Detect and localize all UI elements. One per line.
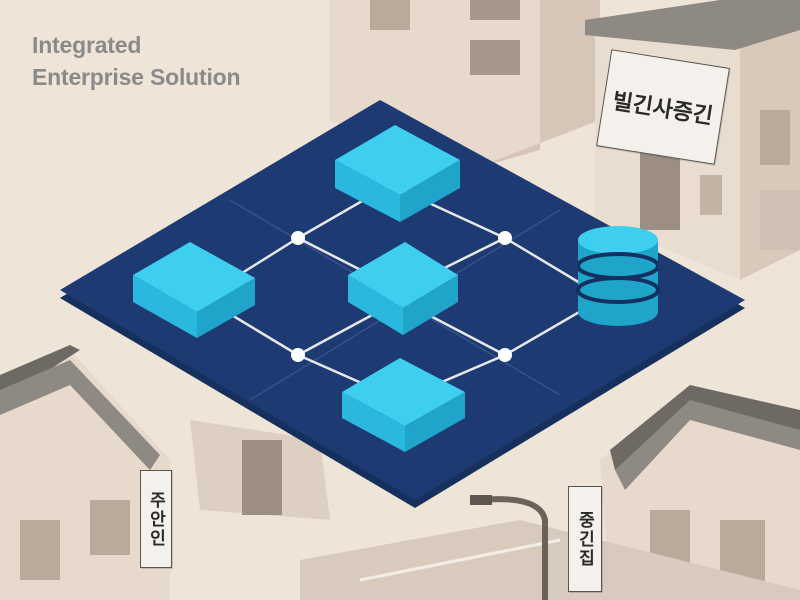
building-sign-top: 빌긴사증긴	[596, 49, 730, 165]
database-cylinder-icon	[572, 226, 664, 326]
connector-node	[498, 348, 512, 362]
module-cube-icon	[348, 242, 458, 335]
title-line-2: Enterprise Solution	[32, 64, 241, 90]
module-cube-icon	[342, 358, 465, 452]
page-title: Integrated Enterprise Solution	[32, 29, 241, 93]
street-lamp-icon	[470, 495, 548, 600]
connector-node	[498, 231, 512, 245]
building-sign-left: 주안인	[140, 470, 172, 568]
module-cube-icon	[335, 125, 460, 222]
module-cube-icon	[133, 242, 255, 338]
title-line-1: Integrated	[32, 32, 142, 58]
building-sign-right: 중긴집	[568, 486, 602, 592]
connector-node	[291, 231, 305, 245]
connector-nodes	[291, 231, 512, 362]
connector-node	[291, 348, 305, 362]
